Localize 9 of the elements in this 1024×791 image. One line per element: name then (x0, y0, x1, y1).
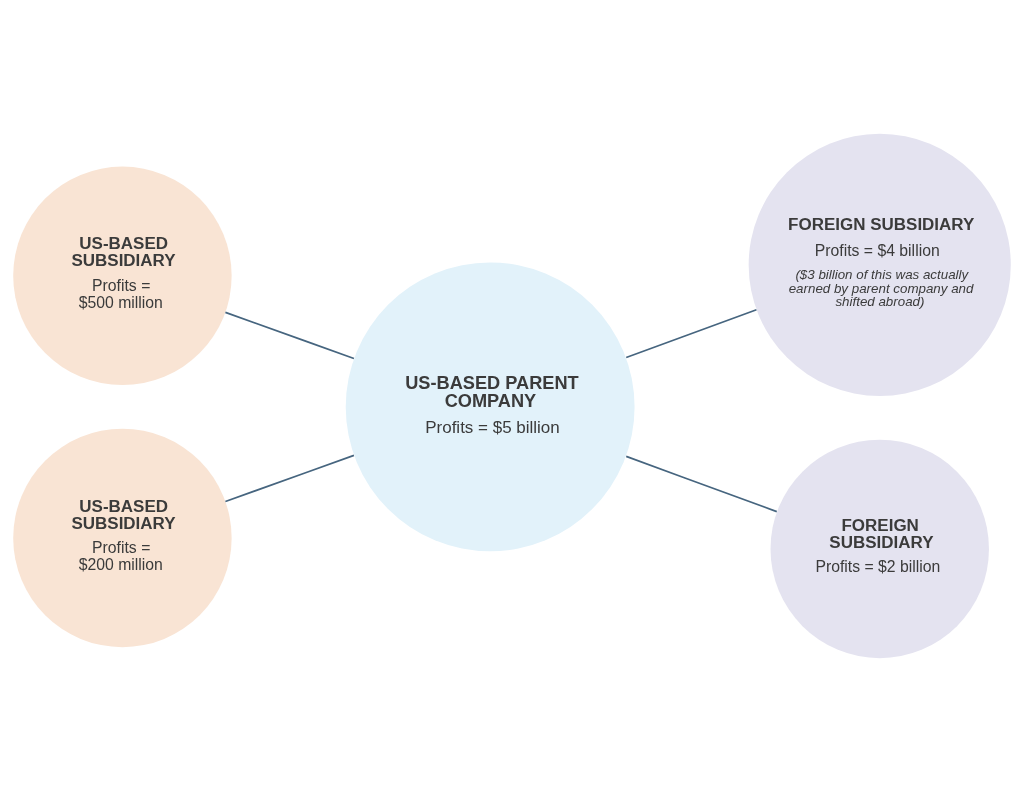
connector (224, 311, 355, 359)
connector (625, 308, 758, 358)
node-circle: FOREIGN SUBSIDIARY Profits = $2 billion (770, 439, 989, 658)
node-circle: US-BASED SUBSIDIARY Profits = $500 million (13, 166, 232, 385)
connector (224, 454, 355, 502)
node-circle: FOREIGN SUBSIDIARY Profits = $4 billion ($3 billion of this was actually earned by parent company and shifted abroad) (748, 133, 1011, 396)
node-circle: US-BASED PARENT COMPANY Profits = $5 billion (345, 262, 635, 551)
connector (625, 455, 778, 512)
node-circle: US-BASED SUBSIDIARY Profits = $200 million (13, 428, 232, 647)
